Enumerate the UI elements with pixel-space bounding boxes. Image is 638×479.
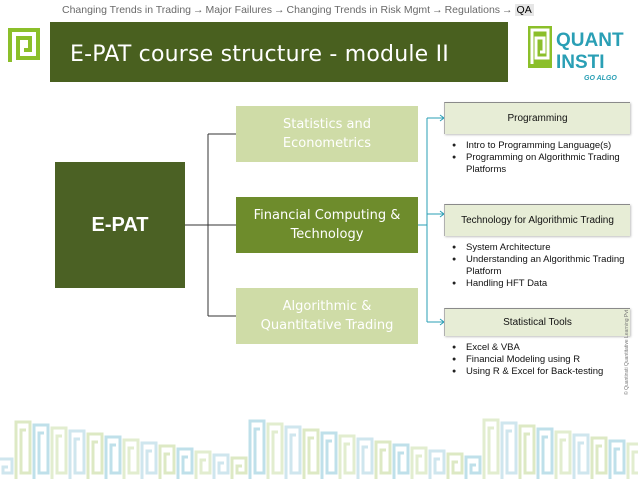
logo-word2: INSTI — [556, 52, 605, 73]
breadcrumb-item[interactable]: Changing Trends in Risk Mgmt — [286, 4, 431, 16]
square-spiral-icon — [8, 28, 40, 62]
pattern-glyph — [356, 437, 374, 479]
pattern-glyph — [626, 442, 638, 479]
breadcrumb-item[interactable]: Regulations — [444, 4, 501, 16]
pattern-glyph — [212, 453, 230, 479]
list-item: Intro to Programming Language(s) — [452, 140, 638, 152]
breadcrumb-item[interactable]: Major Failures — [205, 4, 273, 16]
list-item: System Architecture — [452, 242, 638, 254]
pattern-glyph — [266, 422, 284, 479]
list-item: Using R & Excel for Back-testing — [452, 366, 638, 378]
pattern-glyph — [68, 429, 86, 479]
breadcrumb-separator: → — [193, 4, 204, 16]
pattern-glyph — [122, 438, 140, 479]
breadcrumb-separator: → — [432, 4, 443, 16]
pattern-glyph — [0, 457, 14, 475]
breadcrumb-item[interactable]: Changing Trends in Trading — [62, 4, 191, 16]
module-financial-computing: Financial Computing & Technology — [236, 197, 418, 253]
pattern-glyph — [50, 426, 68, 479]
pattern-glyph — [338, 434, 356, 479]
breadcrumb-separator: → — [274, 4, 285, 16]
quantinsti-logo: QUANT INSTI GO ALGO — [528, 26, 624, 82]
topic-list-technology: System Architecture Understanding an Alg… — [452, 242, 638, 290]
pattern-glyph — [590, 436, 608, 479]
list-item: Programming on Algorithmic Trading Platf… — [452, 152, 638, 176]
pattern-glyph — [104, 435, 122, 479]
pattern-glyph — [320, 431, 338, 479]
topic-list-programming: Intro to Programming Language(s) Program… — [452, 140, 638, 176]
topic-header-technology: Technology for Algorithmic Trading — [444, 204, 630, 236]
breadcrumb-current[interactable]: QA — [514, 4, 534, 16]
pattern-glyph — [536, 427, 554, 479]
pattern-glyph — [446, 452, 464, 479]
pattern-glyph — [410, 446, 428, 479]
copyright-note: © Quantinsti Quantitative Learning Pvt — [624, 309, 630, 395]
pattern-glyph — [176, 447, 194, 479]
pattern-glyph — [32, 423, 50, 479]
decorative-pattern — [0, 418, 638, 479]
pattern-glyph — [554, 430, 572, 479]
pattern-glyph — [230, 456, 248, 479]
breadcrumb: Changing Trends in Trading→Major Failure… — [62, 4, 534, 22]
list-item: Excel & VBA — [452, 342, 638, 354]
pattern-glyph — [464, 455, 482, 479]
pattern-glyph — [428, 449, 446, 479]
logo-word1: QUANT — [556, 30, 624, 51]
root-node: E-PAT — [55, 162, 185, 288]
pattern-glyph — [500, 421, 518, 479]
pattern-glyph — [158, 444, 176, 479]
title-bar — [50, 22, 508, 82]
pattern-glyph — [302, 428, 320, 479]
module-algorithmic-trading: Algorithmic & Quantitative Trading — [236, 288, 418, 344]
list-item: Financial Modeling using R — [452, 354, 638, 366]
topic-header-statistical-tools: Statistical Tools — [444, 308, 630, 336]
pattern-glyph — [482, 418, 500, 479]
pattern-glyph — [284, 425, 302, 479]
pattern-glyph — [572, 433, 590, 479]
breadcrumb-separator: → — [502, 4, 513, 16]
pattern-glyph — [392, 443, 410, 479]
pattern-glyph — [248, 419, 266, 479]
logo-tagline: GO ALGO — [584, 75, 617, 82]
pattern-glyph — [608, 439, 626, 479]
topic-header-programming: Programming — [444, 102, 630, 134]
list-item: Handling HFT Data — [452, 278, 638, 290]
pattern-glyph — [194, 450, 212, 479]
topic-list-statistical-tools: Excel & VBA Financial Modeling using R U… — [452, 342, 638, 378]
pattern-glyph — [374, 440, 392, 479]
pattern-glyph — [140, 441, 158, 479]
page-title: E-PAT course structure - module II — [70, 42, 449, 67]
list-item: Understanding an Algorithmic Trading Pla… — [452, 254, 638, 278]
pattern-glyph — [86, 432, 104, 479]
pattern-glyph — [14, 420, 32, 479]
module-statistics: Statistics and Econometrics — [236, 106, 418, 162]
pattern-glyph — [518, 424, 536, 479]
